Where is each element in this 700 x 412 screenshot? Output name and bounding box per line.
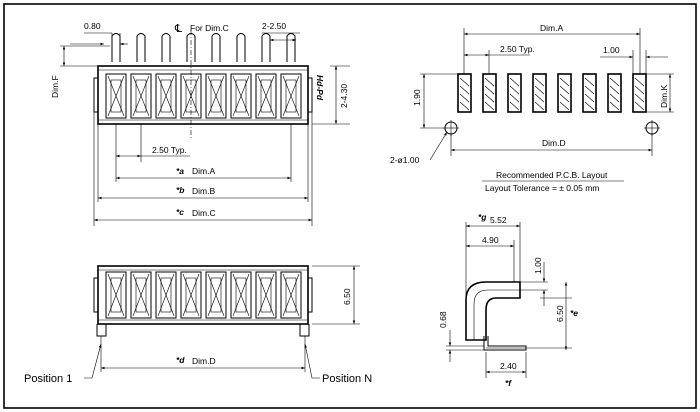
star-g: *g: [478, 212, 487, 222]
star-c: *c: [176, 207, 184, 217]
pcb-dim-190-label: 1.90: [412, 89, 422, 106]
dim-height-label: 2-4.30: [339, 84, 349, 108]
bottom-view: 6.50 *d Dim.D Position 1 Position N: [24, 265, 372, 385]
pcb-pads: [457, 73, 647, 113]
bottom-dim-650-label: 6.50: [342, 288, 352, 305]
star-a: *a: [176, 166, 184, 176]
side-dim-240-label: 2.40: [500, 361, 517, 371]
peg-right: [299, 324, 310, 337]
pcb-dim-a-label: Dim.A: [540, 23, 563, 33]
pcb-layout-tolerance: Layout Tolerance = ± 0.05 mm: [485, 183, 599, 193]
side-dim-552-label: 5.52: [490, 215, 507, 225]
side-dim-650-label: 6.50: [555, 305, 565, 322]
side-view: *g 5.52 4.90 1.00 6.50 *e 0.68 2.40 *f: [438, 212, 578, 388]
pcb-hole-label: 2-ø1.00: [390, 155, 420, 165]
star-f: *f: [505, 378, 512, 388]
star-e: *e: [570, 308, 578, 318]
side-dim-100-label: 1.00: [533, 257, 543, 274]
pcb-dim-typ-label: 2.50 Typ.: [500, 44, 535, 54]
dim-typ-label: 2.50 Typ.: [152, 145, 187, 155]
pcb-dim-100-label: 1.00: [603, 45, 620, 55]
pcb-dim-d-label: Dim.D: [542, 138, 566, 148]
pcb-holes: [443, 120, 660, 136]
front-view-pins: [111, 33, 296, 62]
star-b: *b: [176, 185, 185, 195]
side-dim-068-label: 0.68: [438, 311, 448, 328]
position-n-label: Position N: [322, 373, 372, 385]
front-marking: Hd-Pd: [315, 75, 325, 101]
front-view-contacts: [105, 73, 302, 119]
dim-080-label: 0.80: [84, 21, 101, 31]
drawing-border: [3, 3, 697, 409]
pcb-layout-title: Recommended P.C.B. Layout: [496, 170, 608, 180]
dim-c-label: Dim.C: [192, 208, 216, 218]
dim-pitch-top-label: 2-2.50: [262, 21, 286, 31]
side-dim-490-label: 4.90: [482, 235, 499, 245]
peg-left: [96, 324, 107, 337]
pcb-dim-k-label: Dim.K: [659, 85, 669, 108]
bottom-dim-d-label: Dim.D: [192, 356, 216, 366]
star-d: *d: [176, 355, 185, 365]
pcb-layout: Dim.A 2.50 Typ. 1.00 Dim.K 1.90: [390, 23, 674, 193]
centerline-symbol: ℄: [174, 23, 182, 35]
dim-a-label: Dim.A: [192, 166, 215, 176]
position-1-label: Position 1: [24, 373, 72, 385]
dim-f-label: Dim.F: [50, 75, 60, 98]
front-view: ℄ For Dim.C 0.80 2-2.50 Dim.F Hd-Pd 2-4.…: [50, 21, 350, 226]
bottom-view-contacts: [105, 271, 302, 319]
side-view-body: [465, 281, 521, 341]
dim-b-label: Dim.B: [192, 186, 215, 196]
centerline-label: For Dim.C: [190, 23, 229, 33]
